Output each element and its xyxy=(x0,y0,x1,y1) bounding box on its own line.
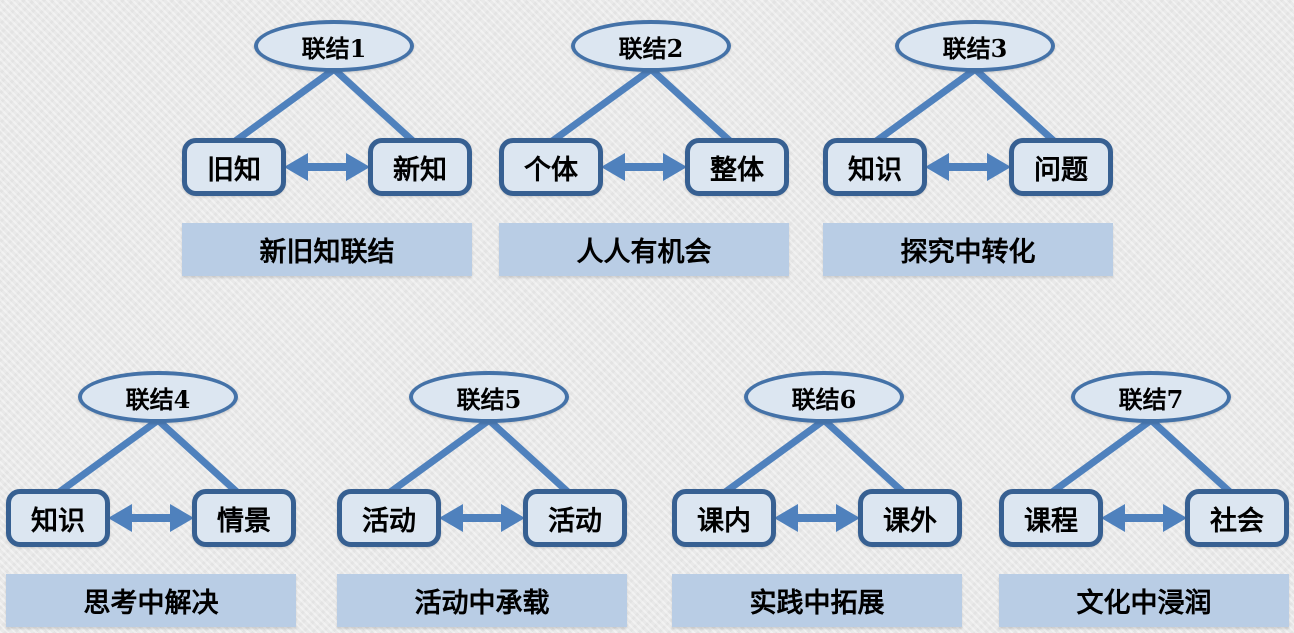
concept-box-right: 新知 xyxy=(368,138,472,196)
concept-box-left: 知识 xyxy=(6,489,110,547)
connection-title: 联结4 xyxy=(125,384,191,414)
connection-title: 联结3 xyxy=(942,33,1008,63)
concept-box-right: 整体 xyxy=(685,138,789,196)
connection-title: 联结1 xyxy=(301,33,367,63)
caption-bar: 活动中承载 xyxy=(337,574,627,627)
concept-label: 新知 xyxy=(393,154,447,186)
caption-label: 文化中浸润 xyxy=(1076,588,1212,619)
caption-label: 活动中承载 xyxy=(414,588,550,619)
concept-box-left: 旧知 xyxy=(182,138,286,196)
concept-label: 知识 xyxy=(848,154,902,186)
double-arrow-icon xyxy=(925,153,1011,181)
concept-label: 个体 xyxy=(524,154,578,186)
concept-box-left: 课内 xyxy=(672,489,776,547)
connection-ellipse: 联结5 xyxy=(409,371,569,423)
connection-title: 联结5 xyxy=(456,384,522,414)
caption-bar: 探究中转化 xyxy=(823,223,1113,276)
connection-group-2: 联结2 个体 整体 人人有机会 xyxy=(499,18,789,278)
caption-label: 人人有机会 xyxy=(576,237,712,268)
connection-group-6: 联结6 课内 课外 实践中拓展 xyxy=(672,369,962,629)
connection-title: 联结2 xyxy=(618,33,684,63)
connection-group-3: 联结3 知识 问题 探究中转化 xyxy=(823,18,1113,278)
caption-bar: 新旧知联结 xyxy=(182,223,472,276)
concept-box-right: 情景 xyxy=(192,489,296,547)
double-arrow-icon xyxy=(1101,504,1187,532)
double-arrow-icon xyxy=(439,504,525,532)
caption-bar: 人人有机会 xyxy=(499,223,789,276)
concept-label: 知识 xyxy=(31,505,85,537)
connector-lines xyxy=(1047,417,1235,532)
concept-box-right: 活动 xyxy=(523,489,627,547)
concept-label: 社会 xyxy=(1210,505,1264,537)
caption-label: 思考中解决 xyxy=(83,588,219,619)
double-arrow-icon xyxy=(284,153,370,181)
concept-label: 问题 xyxy=(1034,154,1088,186)
connection-ellipse: 联结7 xyxy=(1071,371,1231,423)
connection-group-5: 联结5 活动 活动 活动中承载 xyxy=(337,369,627,629)
caption-bar: 思考中解决 xyxy=(6,574,296,627)
connector-lines xyxy=(54,417,242,532)
concept-label: 整体 xyxy=(710,154,764,186)
connector-lines xyxy=(385,417,573,532)
caption-bar: 实践中拓展 xyxy=(672,574,962,627)
concept-label: 课外 xyxy=(883,505,937,537)
concept-label: 活动 xyxy=(548,505,602,537)
connection-group-7: 联结7 课程 社会 文化中浸润 xyxy=(999,369,1289,629)
concept-box-right: 社会 xyxy=(1185,489,1289,547)
double-arrow-icon xyxy=(108,504,194,532)
connection-group-4: 联结4 知识 情景 思考中解决 xyxy=(6,369,296,629)
concept-box-left: 个体 xyxy=(499,138,603,196)
caption-label: 实践中拓展 xyxy=(749,588,885,619)
connection-title: 联结7 xyxy=(1118,384,1184,414)
concept-box-right: 问题 xyxy=(1009,138,1113,196)
concept-label: 旧知 xyxy=(207,154,261,186)
connector-lines xyxy=(230,66,418,181)
connection-ellipse: 联结3 xyxy=(895,20,1055,72)
concept-box-left: 知识 xyxy=(823,138,927,196)
caption-bar: 文化中浸润 xyxy=(999,574,1289,627)
caption-label: 探究中转化 xyxy=(900,237,1036,268)
caption-label: 新旧知联结 xyxy=(259,237,395,268)
connection-ellipse: 联结1 xyxy=(254,20,414,72)
concept-label: 情景 xyxy=(217,505,271,537)
concept-box-left: 活动 xyxy=(337,489,441,547)
concept-box-right: 课外 xyxy=(858,489,962,547)
double-arrow-icon xyxy=(774,504,860,532)
connection-group-1: 联结1 旧知 新知 新旧知联结 xyxy=(182,18,472,278)
concept-label: 活动 xyxy=(362,505,416,537)
concept-box-left: 课程 xyxy=(999,489,1103,547)
connector-lines xyxy=(720,417,908,532)
concept-label: 课内 xyxy=(697,505,751,537)
connector-lines xyxy=(871,66,1059,181)
concept-label: 课程 xyxy=(1024,505,1078,537)
connection-title: 联结6 xyxy=(791,384,857,414)
connection-ellipse: 联结2 xyxy=(571,20,731,72)
connector-lines xyxy=(547,66,735,181)
connection-ellipse: 联结6 xyxy=(744,371,904,423)
connection-ellipse: 联结4 xyxy=(78,371,238,423)
double-arrow-icon xyxy=(601,153,687,181)
